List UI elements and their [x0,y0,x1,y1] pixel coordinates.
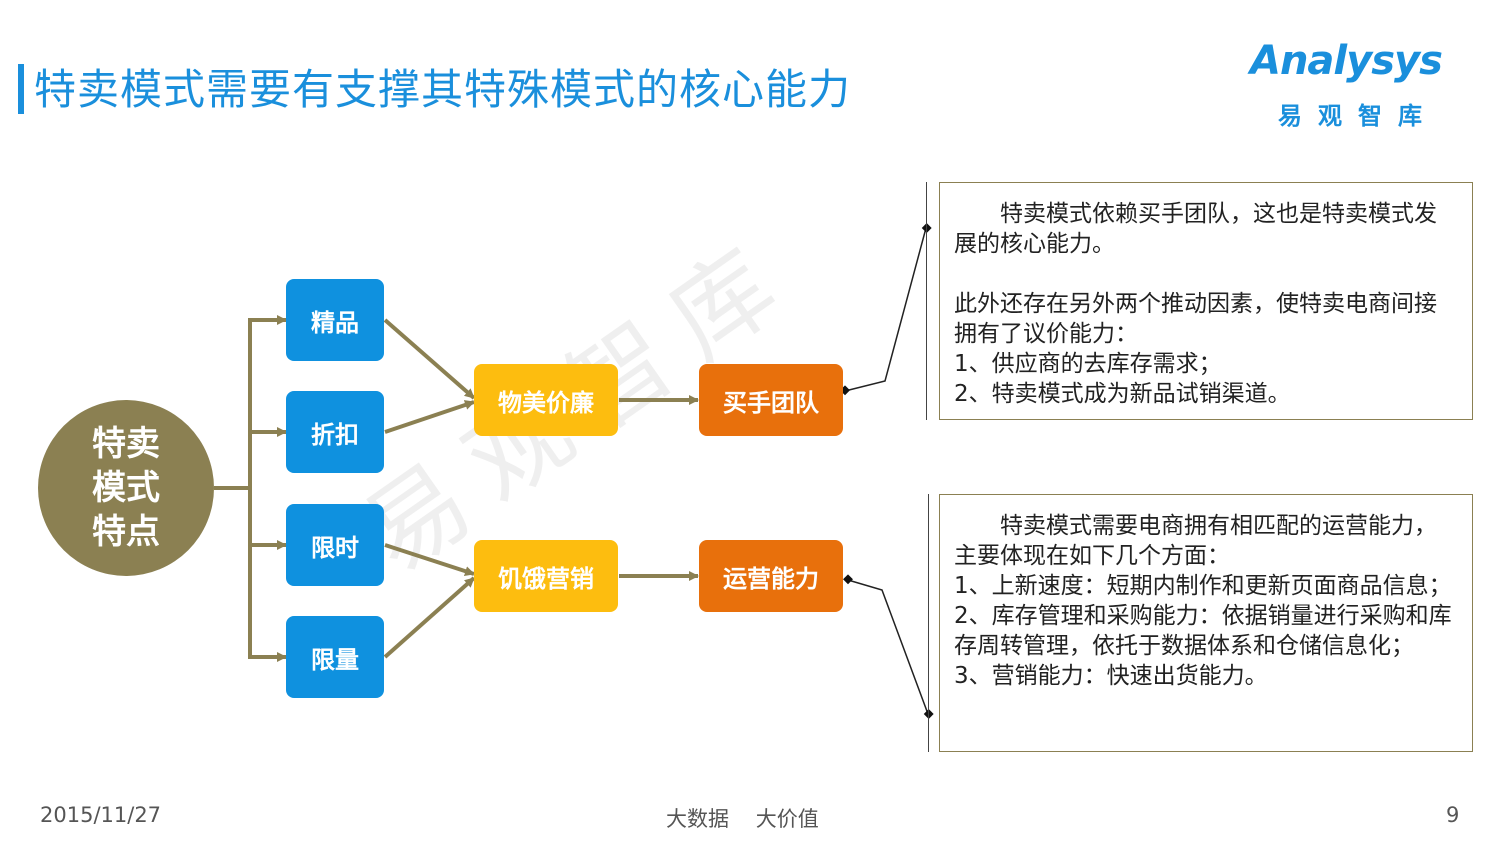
note-operation-item-3: 3、营销能力：快速出货能力。 [954,663,1268,689]
callout-line-operation [847,579,929,715]
note-operation-item-2: 2、库存管理和采购能力：依据销量进行采购和库存周转管理，依托于数据体系和仓储信息… [954,603,1452,659]
note-buyer-team: 特卖模式依赖买手团队，这也是特卖模式发展的核心能力。 此外还存在另外两个推动因素… [939,182,1473,420]
capability-node-1: 买手团队 [699,364,843,436]
logo-subtitle: 易观智库 [1278,102,1438,130]
result-node-2: 饥饿营销 [474,540,618,612]
bracket-line-buyer [926,182,927,420]
note-operation-item-1: 1、上新速度：短期内制作和更新页面商品信息； [954,573,1452,599]
title-accent-bar [18,64,24,114]
feature-node-2: 折扣 [286,391,384,473]
note-buyer-lead: 此外还存在另外两个推动因素，使特卖电商间接拥有了议价能力： [954,291,1437,347]
feature-node-1: 精品 [286,279,384,361]
arrow-feature2-to-result1 [384,400,475,434]
note-operation: 特卖模式需要电商拥有相匹配的运营能力，主要体现在如下几个方面： 1、上新速度：短… [939,494,1473,752]
note-buyer-item-2: 2、特卖模式成为新品试销渠道。 [954,381,1291,407]
page-number: 9 [1446,803,1460,827]
arrow-feature4-to-result2 [383,576,476,659]
result-node-1: 物美价廉 [474,364,618,436]
note-operation-intro: 特卖模式需要电商拥有相匹配的运营能力，主要体现在如下几个方面： [954,513,1437,569]
callout-line-buyer [844,227,927,392]
root-node: 特卖模式特点 [38,400,214,576]
footer-date: 2015/11/27 [40,803,162,827]
footer-slogan: 大数据 大价值 [666,807,819,831]
feature-node-4: 限量 [286,616,384,698]
note-buyer-item-1: 1、供应商的去库存需求； [954,351,1222,377]
note-buyer-intro: 特卖模式依赖买手团队，这也是特卖模式发展的核心能力。 [954,201,1437,257]
page-title: 特卖模式需要有支撑其特殊模式的核心能力 [34,65,852,114]
bracket-line-operation [928,494,929,752]
root-label: 特卖模式特点 [92,424,160,552]
logo-wordmark: Analysys [1250,38,1443,84]
capability-node-2: 运营能力 [699,540,843,612]
analysys-logo: Analysys 易观智库 [1240,38,1470,138]
feature-node-3: 限时 [286,504,384,586]
arrow-feature1-to-result1 [383,318,476,400]
arrow-feature3-to-result2 [384,543,475,576]
